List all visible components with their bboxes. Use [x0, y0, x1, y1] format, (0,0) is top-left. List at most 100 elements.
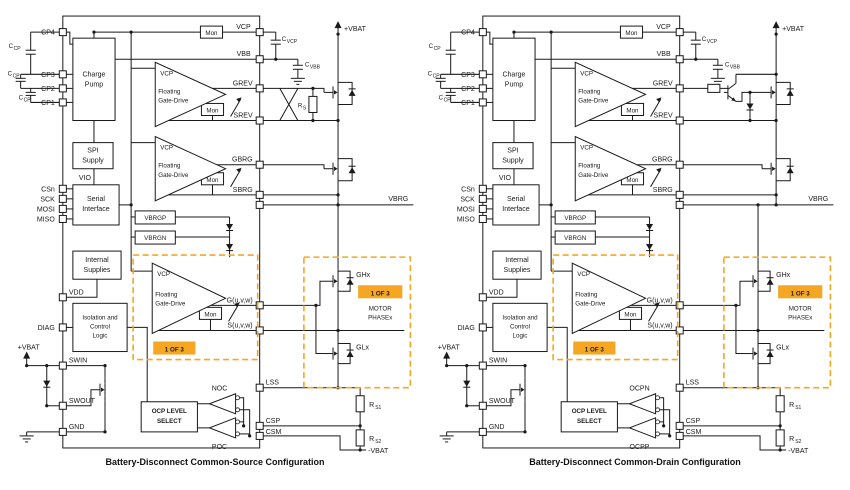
ocp-comparator-bottom — [628, 417, 657, 439]
svg-text:Gate-Drive: Gate-Drive — [158, 97, 189, 104]
svg-text:Floating: Floating — [155, 291, 178, 298]
amp-vcp-label: VCP — [160, 145, 173, 152]
isolation-label: Isolation and — [502, 314, 538, 321]
svg-text:S2: S2 — [375, 439, 381, 445]
badge-1of3-label: 1 OF 3 — [165, 347, 185, 354]
junction-dots — [25, 30, 362, 452]
pin-label-mosi: MOSI — [457, 206, 475, 213]
vbat-label: +VBAT — [782, 26, 805, 33]
vbat-arrow-icon — [772, 21, 780, 29]
pin-label-csn: CSn — [461, 186, 475, 193]
svg-text:Gate-Drive: Gate-Drive — [578, 172, 609, 179]
body-diode-icon — [786, 88, 794, 96]
mon-block — [199, 25, 224, 39]
pin-label-cp2: CP2 — [461, 86, 475, 93]
pin-label-mosi: MOSI — [37, 206, 55, 213]
net-label-vcp: VCP — [236, 24, 251, 31]
blocks — [72, 25, 403, 447]
pin-label-diag: DIAG — [38, 325, 55, 332]
badge-1of3-phase — [778, 285, 823, 299]
pin-label-cp3: CP3 — [461, 72, 475, 79]
isolation-control-block — [492, 302, 548, 353]
pins — [478, 28, 684, 440]
motor-phase-box — [303, 256, 412, 389]
ccp-label: C — [429, 43, 434, 50]
vbat-neg-label: -VBAT — [788, 448, 809, 455]
npn-transistor — [723, 85, 736, 102]
rs2-resistor — [355, 429, 365, 447]
net-label-guvw: G(u,v,w) — [647, 297, 673, 304]
svg-text:Supplies: Supplies — [84, 267, 111, 274]
left-caption: Battery-Disconnect Common-Source Configu… — [105, 457, 325, 467]
badge-1of3-drive — [153, 341, 196, 355]
vbat-label: +VBAT — [18, 345, 41, 352]
svg-text:Pump: Pump — [85, 81, 103, 88]
svg-text:Floating: Floating — [158, 163, 181, 170]
amp-vcp-label: VCP — [580, 70, 593, 77]
svg-text:Gate-Drive: Gate-Drive — [155, 300, 186, 307]
ocp-top-label: OCPN — [629, 386, 649, 393]
rs1-resistor — [355, 395, 365, 413]
spi-supply-label: SPI — [87, 148, 98, 155]
pin-label-sck: SCK — [40, 196, 55, 203]
ocp-comparator-bottom — [208, 417, 237, 439]
pin-label-sck: SCK — [460, 196, 475, 203]
cvcp-label: C — [702, 36, 707, 43]
pin-label-vdd: VDD — [69, 289, 84, 296]
isolation-control-block — [72, 302, 128, 353]
vbrgp-label: VBRGP — [144, 215, 166, 222]
ocp-bottom-label: POC — [212, 444, 227, 451]
badge-1of3-drive — [573, 341, 616, 355]
svg-text:Gate-Drive: Gate-Drive — [158, 172, 189, 179]
badge-1of3-label: 1 OF 3 — [585, 347, 605, 354]
vbrgp-block — [134, 210, 176, 225]
body-diode-icon — [348, 165, 356, 174]
body-diode-icon — [348, 88, 356, 96]
pin-label-miso: MISO — [37, 216, 55, 223]
ocp-level-select-block — [560, 401, 618, 433]
slew-arrow-icon — [234, 302, 240, 308]
rs1-label: R — [369, 402, 374, 409]
net-label-guvw: G(u,v,w) — [227, 297, 253, 304]
serial-interface-block — [72, 184, 120, 226]
cvbb-label: C — [725, 61, 730, 68]
vbrgp-label: VBRGP — [564, 215, 586, 222]
body-diode-icon — [786, 165, 794, 174]
serial-interface-label: Serial — [507, 196, 525, 203]
svg-text:VCP: VCP — [287, 39, 298, 45]
slew-arrow-icon — [656, 167, 662, 173]
body-diode-icon — [766, 277, 774, 285]
charge-pump-label: Charge — [82, 71, 105, 78]
badge-1of3-phase — [358, 285, 403, 299]
motor-phase-box — [723, 256, 832, 389]
pin-label-cp2: CP2 — [41, 86, 55, 93]
svg-text:Pump: Pump — [505, 81, 523, 88]
net-label-suvw: S(u,v,w) — [227, 322, 252, 329]
ic-wiring — [435, 26, 834, 451]
net-label-csp: CSP — [686, 418, 701, 425]
net-label-vbb: VBB — [237, 51, 251, 58]
net-label-sbrg: SBRG — [653, 187, 673, 194]
rs1-resistor — [775, 395, 785, 413]
vbrgn-label: VBRGN — [144, 235, 166, 242]
pin-label-swout: SWOUT — [489, 398, 516, 405]
gate-drive-amp-3 — [571, 262, 647, 335]
motor-phase-label: MOTOR — [369, 305, 393, 312]
pin-label-csn: CSn — [41, 186, 55, 193]
motor-phase-label: MOTOR — [789, 305, 813, 312]
ccp-label: C — [8, 70, 13, 77]
net-label-suvw: S(u,v,w) — [647, 322, 672, 329]
ocp-top-label: NOC — [212, 386, 228, 393]
svg-text:Floating: Floating — [578, 88, 601, 95]
svg-text:CP: CP — [433, 73, 441, 79]
vbat-neg-label: -VBAT — [368, 448, 389, 455]
svg-text:PHASEx: PHASEx — [368, 314, 393, 321]
net-label-glx: GLx — [776, 345, 789, 352]
svg-text:Gate-Drive: Gate-Drive — [578, 97, 609, 104]
svg-text:Floating: Floating — [575, 291, 598, 298]
mon-label: Mon — [206, 177, 219, 184]
zener-diode-icon — [226, 223, 234, 232]
rs1-label: R — [789, 402, 794, 409]
amp-vcp-label: VCP — [157, 271, 170, 278]
svg-text:VCP: VCP — [707, 39, 718, 45]
